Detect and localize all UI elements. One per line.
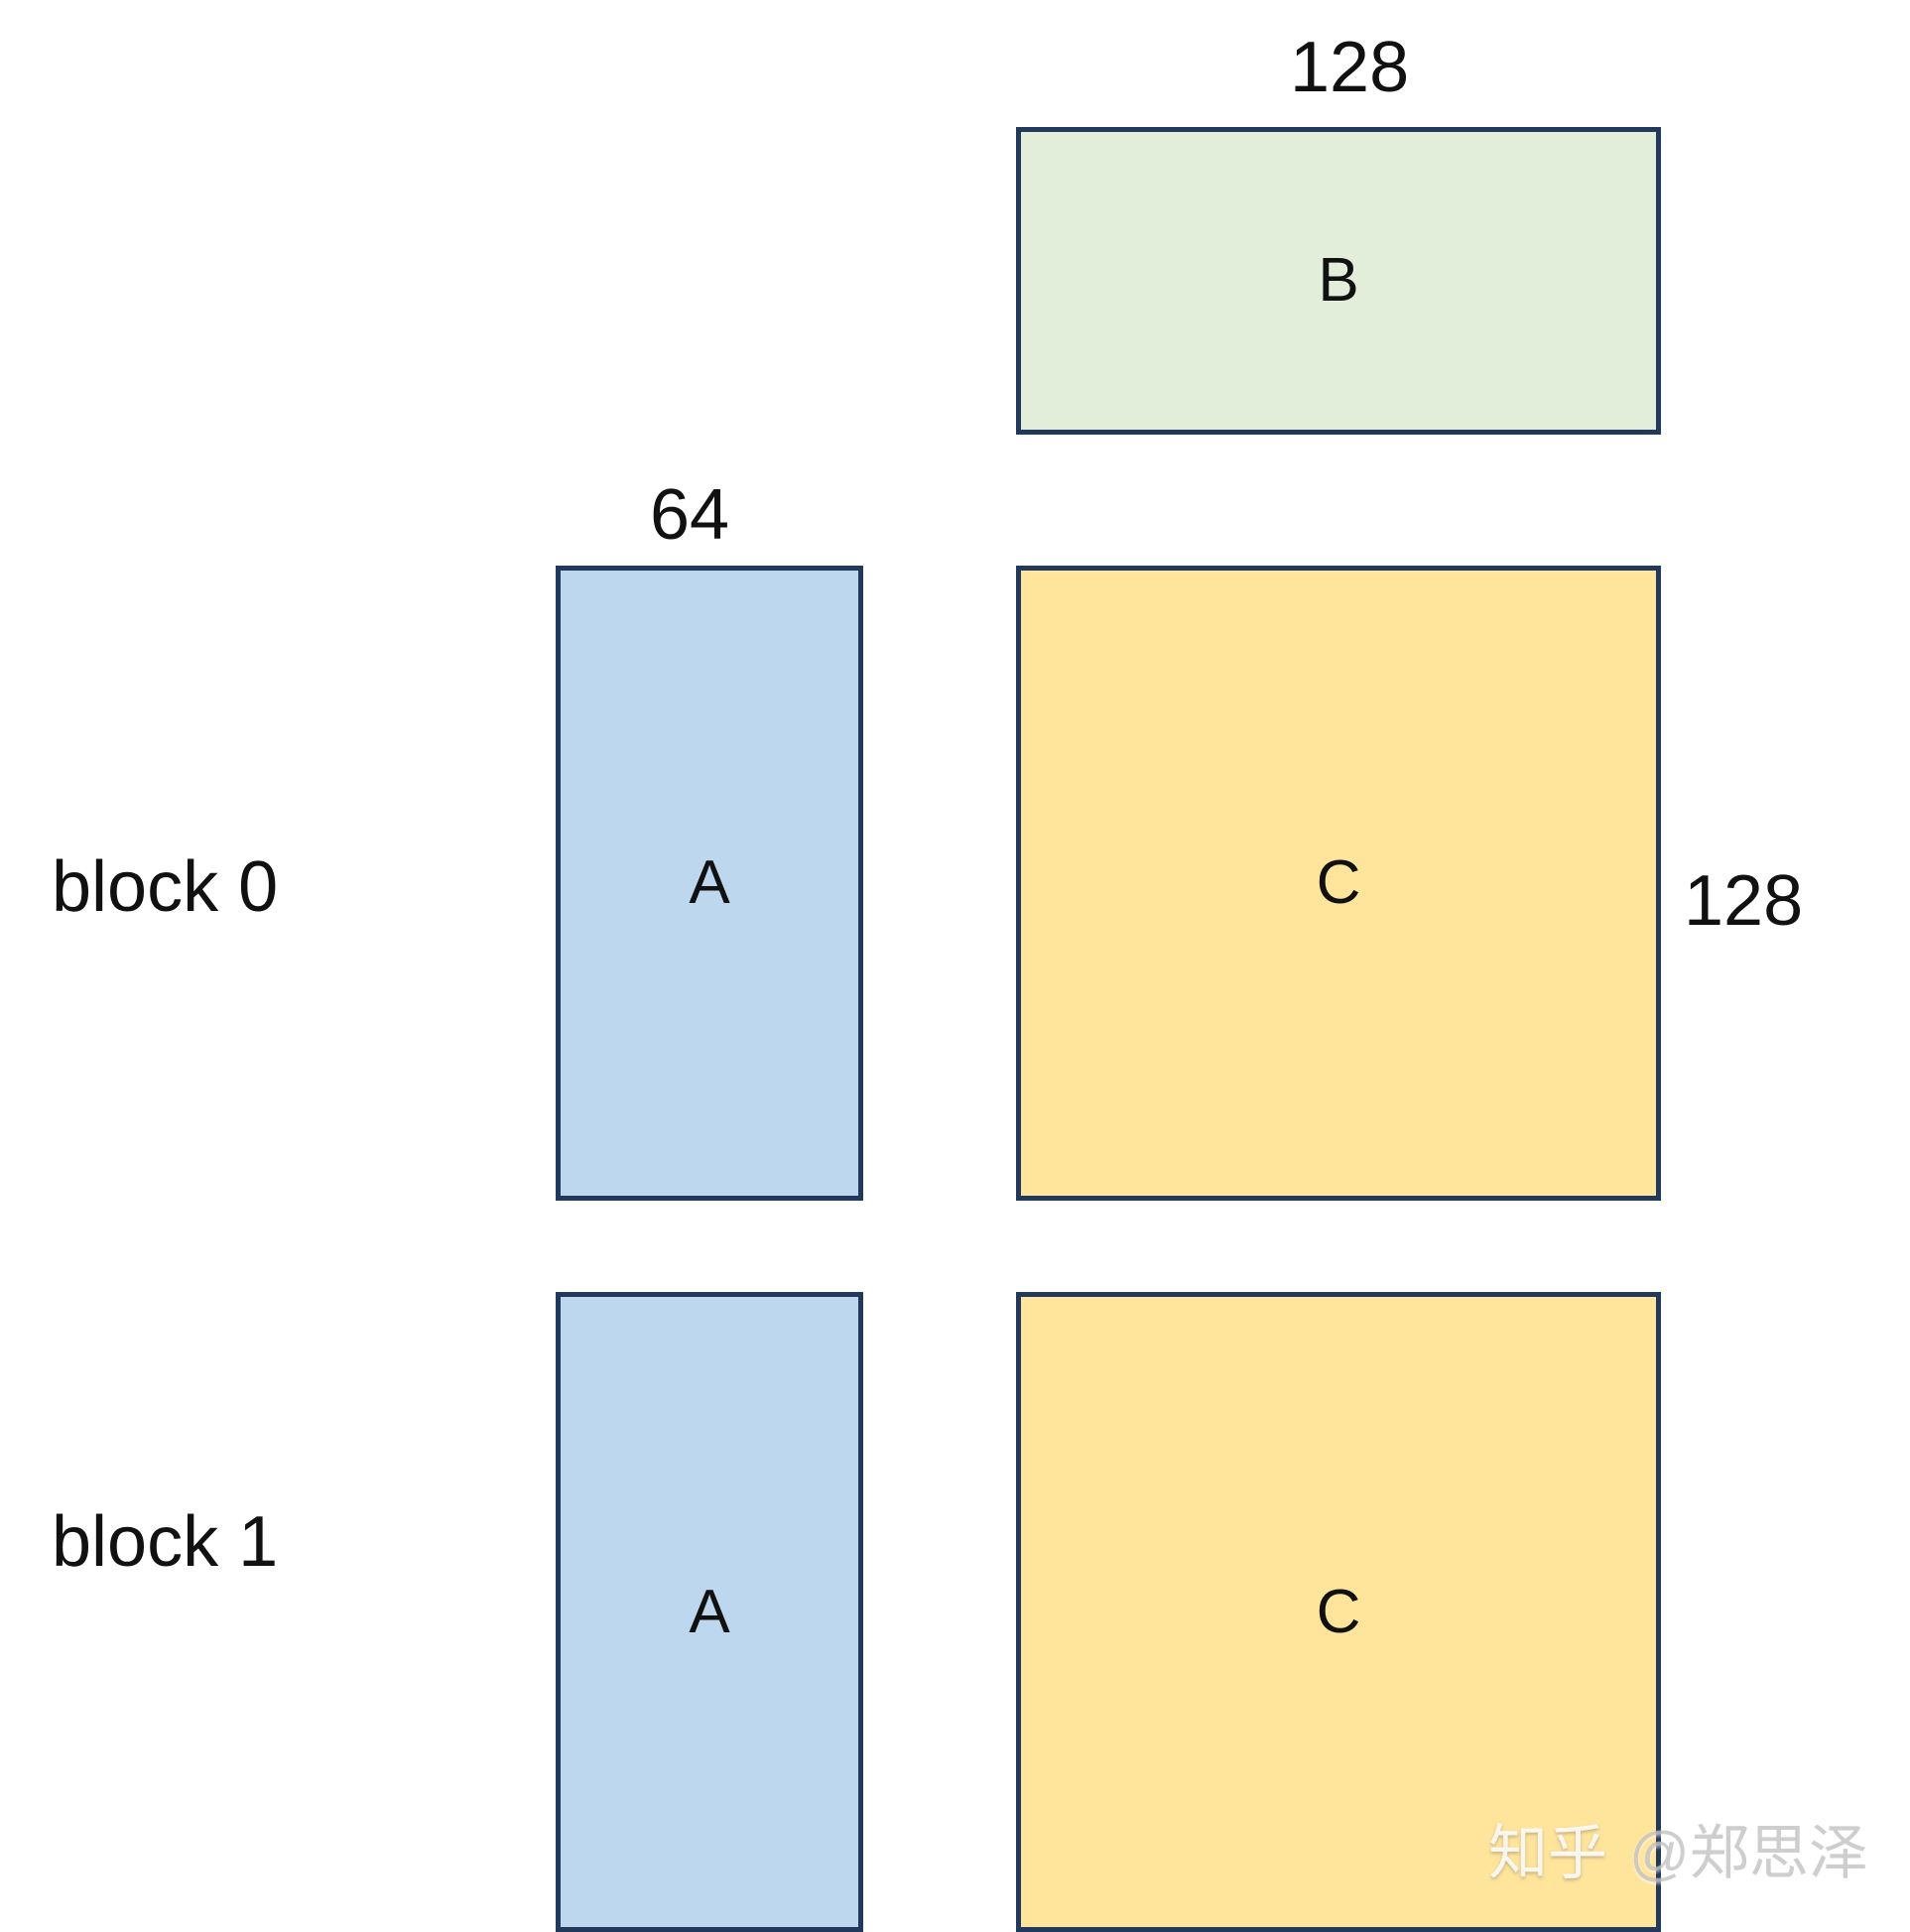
watermark-author-handle: @郑思泽 <box>1629 1820 1868 1886</box>
matrix-b-block: B <box>1016 127 1661 435</box>
matrix-b-label: B <box>1318 246 1359 315</box>
row-label-block-0: block 0 <box>52 847 279 927</box>
matrix-a-label-block-0: A <box>689 848 730 917</box>
dimension-label-a-width: 64 <box>650 475 730 555</box>
matrix-a-block-0: A <box>556 566 863 1201</box>
dimension-label-b-width: 128 <box>1290 28 1410 107</box>
matrix-a-block-1: A <box>556 1292 863 1932</box>
matrix-c-block-1: C <box>1016 1292 1661 1932</box>
row-label-block-1: block 1 <box>52 1502 279 1582</box>
dimension-label-c-height: 128 <box>1684 861 1804 941</box>
matrix-c-label-block-1: C <box>1316 1577 1361 1646</box>
matrix-c-block-0: C <box>1016 566 1661 1201</box>
matrix-a-label-block-1: A <box>689 1577 730 1646</box>
matrix-c-label-block-0: C <box>1316 848 1361 917</box>
